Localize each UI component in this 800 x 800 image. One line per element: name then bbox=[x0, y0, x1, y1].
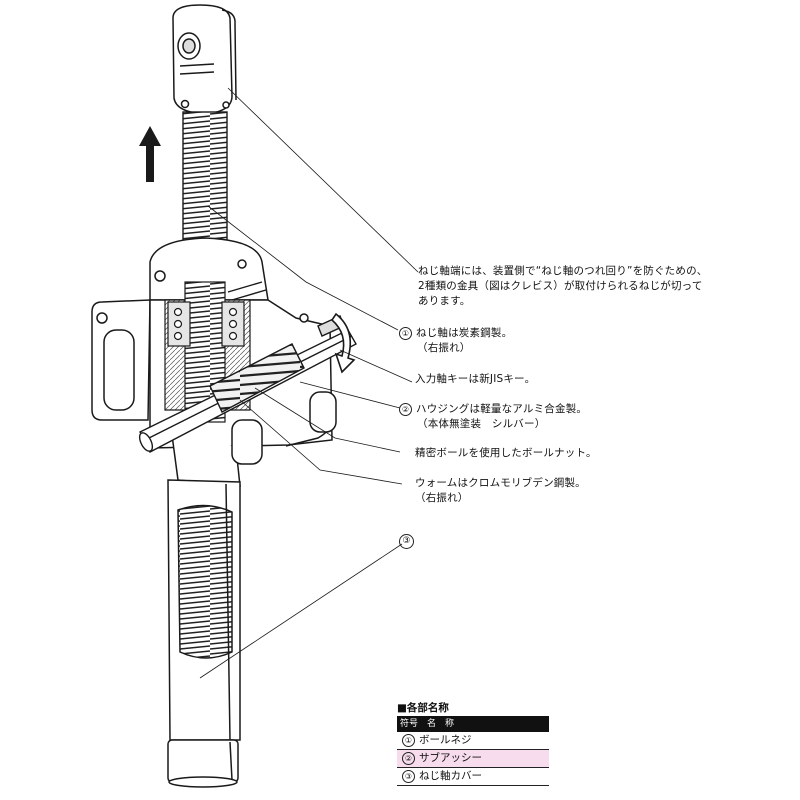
lift-direction-arrow bbox=[139, 126, 161, 182]
callout-line: ハウジングは軽量なアルミ合金製。 bbox=[416, 403, 588, 415]
worm-input-shaft bbox=[138, 281, 357, 453]
leader-lines bbox=[199, 87, 419, 679]
callout-input-key: 入力軸キーは新JISキー。 bbox=[415, 372, 535, 387]
parts-name-table: ■各部名称 符号 名 称 ① ボールネジ ② サブアッシー ③ ねじ軸カバー bbox=[397, 700, 549, 786]
callout-line: （右振れ） bbox=[417, 342, 471, 354]
parts-table-title: ■各部名称 bbox=[397, 702, 449, 714]
callout-line: ねじ軸端には、装置側で“ねじ軸のつれ回り”を防ぐための、 bbox=[418, 265, 708, 277]
callout-line: あります。 bbox=[418, 295, 471, 307]
callout-number: ① bbox=[399, 326, 412, 340]
callout-ball-nut: 精密ボールを使用したボールナット。 bbox=[415, 446, 597, 461]
callout-number: ③ bbox=[399, 534, 414, 549]
callout-line: （右振れ） bbox=[415, 492, 469, 504]
parts-row-2: ② サブアッシー bbox=[397, 750, 549, 768]
part-name: ボールネジ bbox=[419, 734, 472, 746]
part-number: ③ bbox=[402, 769, 415, 783]
parts-row-1: ① ボールネジ bbox=[397, 732, 549, 750]
clevis-end-fitting bbox=[172, 4, 237, 115]
part-name: ねじ軸カバー bbox=[419, 770, 482, 782]
callout-line: ウォームはクロムモリブデン鋼製。 bbox=[415, 477, 586, 489]
callout-clevis-note: ねじ軸端には、装置側で“ねじ軸のつれ回り”を防ぐための、 2種類の金具（図はクレ… bbox=[418, 264, 707, 309]
parts-row-3: ③ ねじ軸カバー bbox=[397, 768, 549, 786]
callout-line: （本体無塗装 シルバー） bbox=[417, 418, 546, 430]
part-name: サブアッシー bbox=[419, 752, 482, 764]
part-number: ② bbox=[402, 751, 415, 765]
rotation-arrow bbox=[330, 312, 356, 374]
callout-housing: ② ハウジングは軽量なアルミ合金製。 （本体無塗装 シルバー） bbox=[399, 402, 587, 432]
screw-shaft-cover bbox=[167, 479, 241, 788]
parts-table-header: 符号 名 称 bbox=[397, 716, 549, 732]
callout-screw-shaft: ① ねじ軸は炭素鋼製。 （右振れ） bbox=[399, 326, 512, 356]
callout-line: 精密ボールを使用したボールナット。 bbox=[415, 447, 597, 459]
callout-line: ねじ軸は炭素鋼製。 bbox=[416, 327, 513, 339]
part-number: ① bbox=[402, 733, 415, 747]
callout-number: ② bbox=[399, 402, 412, 416]
callout-worm: ウォームはクロムモリブデン鋼製。 （右振れ） bbox=[415, 476, 586, 506]
callout-line: 2種類の金具（図はクレビス）が取付けられるねじが切って bbox=[418, 280, 703, 292]
callout-line: 入力軸キーは新JISキー。 bbox=[415, 373, 536, 385]
callout-cover: ③ bbox=[399, 534, 418, 550]
